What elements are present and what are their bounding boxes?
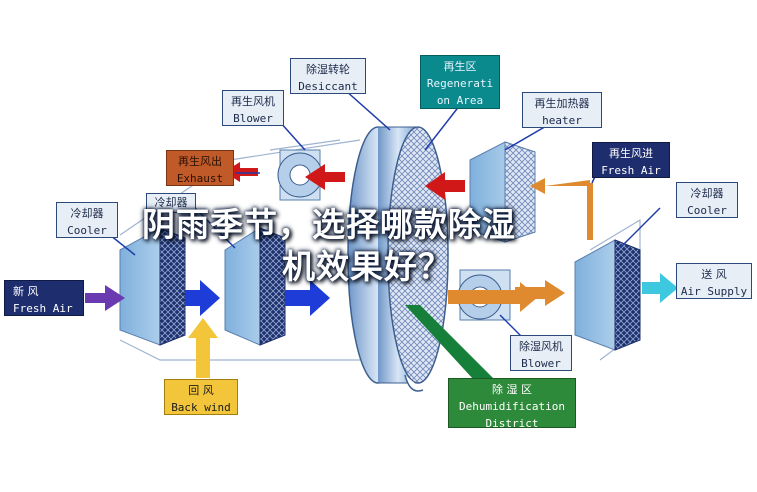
- label-dehum-blower-en: Blower: [521, 357, 561, 370]
- label-fresh-air-en: Fresh Air: [13, 302, 73, 315]
- overlay-headline: 阴雨季节，选择哪款除湿 机效果好？: [142, 204, 642, 288]
- heater-unit: [469, 141, 536, 243]
- label-air-supply: 送 风 Air Supply: [676, 263, 752, 299]
- label-regen-blower-cn: 再生风机: [231, 95, 275, 108]
- label-regeneration-exhaust: 再生风出 Exhaust: [166, 150, 234, 186]
- label-back-wind-en: Back wind: [171, 401, 231, 414]
- label-regeneration-area: 再生区 Regenerati on Area: [420, 55, 500, 109]
- label-regeneration-en1: Regenerati: [426, 77, 494, 90]
- overlay-line-1: 阴雨季节，选择哪款除湿: [142, 205, 516, 244]
- label-dehumidification-blower: 除湿风机 Blower: [510, 335, 572, 371]
- label-dehum-district-en2: District: [485, 417, 539, 430]
- dehumidification-leader: [405, 305, 500, 392]
- label-air-supply-en: Air Supply: [680, 285, 748, 298]
- label-desiccant-en: Desiccant: [298, 80, 358, 93]
- label-regen-heater-cn: 再生加热器: [534, 97, 590, 110]
- label-regen-blower-en: Blower: [233, 112, 273, 125]
- airflow-arrows: [85, 162, 678, 378]
- label-regeneration-cn: 再生区: [443, 60, 477, 73]
- label-dehum-district-en1: Dehumidification: [459, 400, 565, 413]
- cooler-unit-right: [574, 239, 641, 351]
- label-fresh-air: 新 风 Fresh Air: [4, 280, 84, 316]
- cooler-unit-left: [119, 227, 186, 346]
- label-regen-exhaust-en: Exhaust: [176, 172, 224, 185]
- label-regen-fresh-en: Fresh Air: [601, 164, 661, 177]
- label-back-wind-cn: 回 风: [188, 384, 214, 397]
- label-cooler-middle: 冷却器: [146, 193, 196, 213]
- label-regeneration-en2: on Area: [436, 94, 484, 107]
- label-cooler-left: 冷却器 Cooler: [56, 202, 118, 238]
- label-regeneration-fresh-air: 再生风进 Fresh Air: [592, 142, 670, 178]
- overlay-line-2: 机效果好？: [282, 247, 452, 286]
- label-cooler-left-en: Cooler: [67, 224, 107, 237]
- label-regeneration-blower: 再生风机 Blower: [222, 90, 284, 126]
- label-cooler-right: 冷却器 Cooler: [676, 182, 738, 218]
- label-regeneration-heater: 再生加热器 heater: [522, 92, 602, 128]
- cooler-unit-middle: [224, 227, 286, 346]
- label-desiccant-cn: 除湿转轮: [306, 63, 350, 76]
- label-cooler-right-cn: 冷却器: [690, 187, 724, 200]
- label-dehum-blower-cn: 除湿风机: [519, 340, 563, 353]
- label-dehumidification-district: 除 湿 区 Dehumidification District: [448, 378, 576, 430]
- label-cooler-right-en: Cooler: [687, 204, 727, 217]
- label-desiccant: 除湿转轮 Desiccant: [290, 58, 366, 94]
- label-back-wind: 回 风 Back wind: [164, 379, 238, 415]
- label-regen-fresh-cn: 再生风进: [609, 147, 653, 160]
- label-cooler-middle-cn: 冷却器: [154, 196, 188, 209]
- regeneration-blower: [277, 149, 323, 201]
- label-air-supply-cn: 送 风: [701, 268, 727, 281]
- label-cooler-left-cn: 冷却器: [70, 207, 104, 220]
- label-regen-heater-en: heater: [542, 114, 582, 127]
- label-fresh-air-cn: 新 风: [13, 285, 39, 298]
- label-dehum-district-cn: 除 湿 区: [492, 383, 532, 396]
- label-regen-exhaust-cn: 再生风出: [178, 155, 222, 168]
